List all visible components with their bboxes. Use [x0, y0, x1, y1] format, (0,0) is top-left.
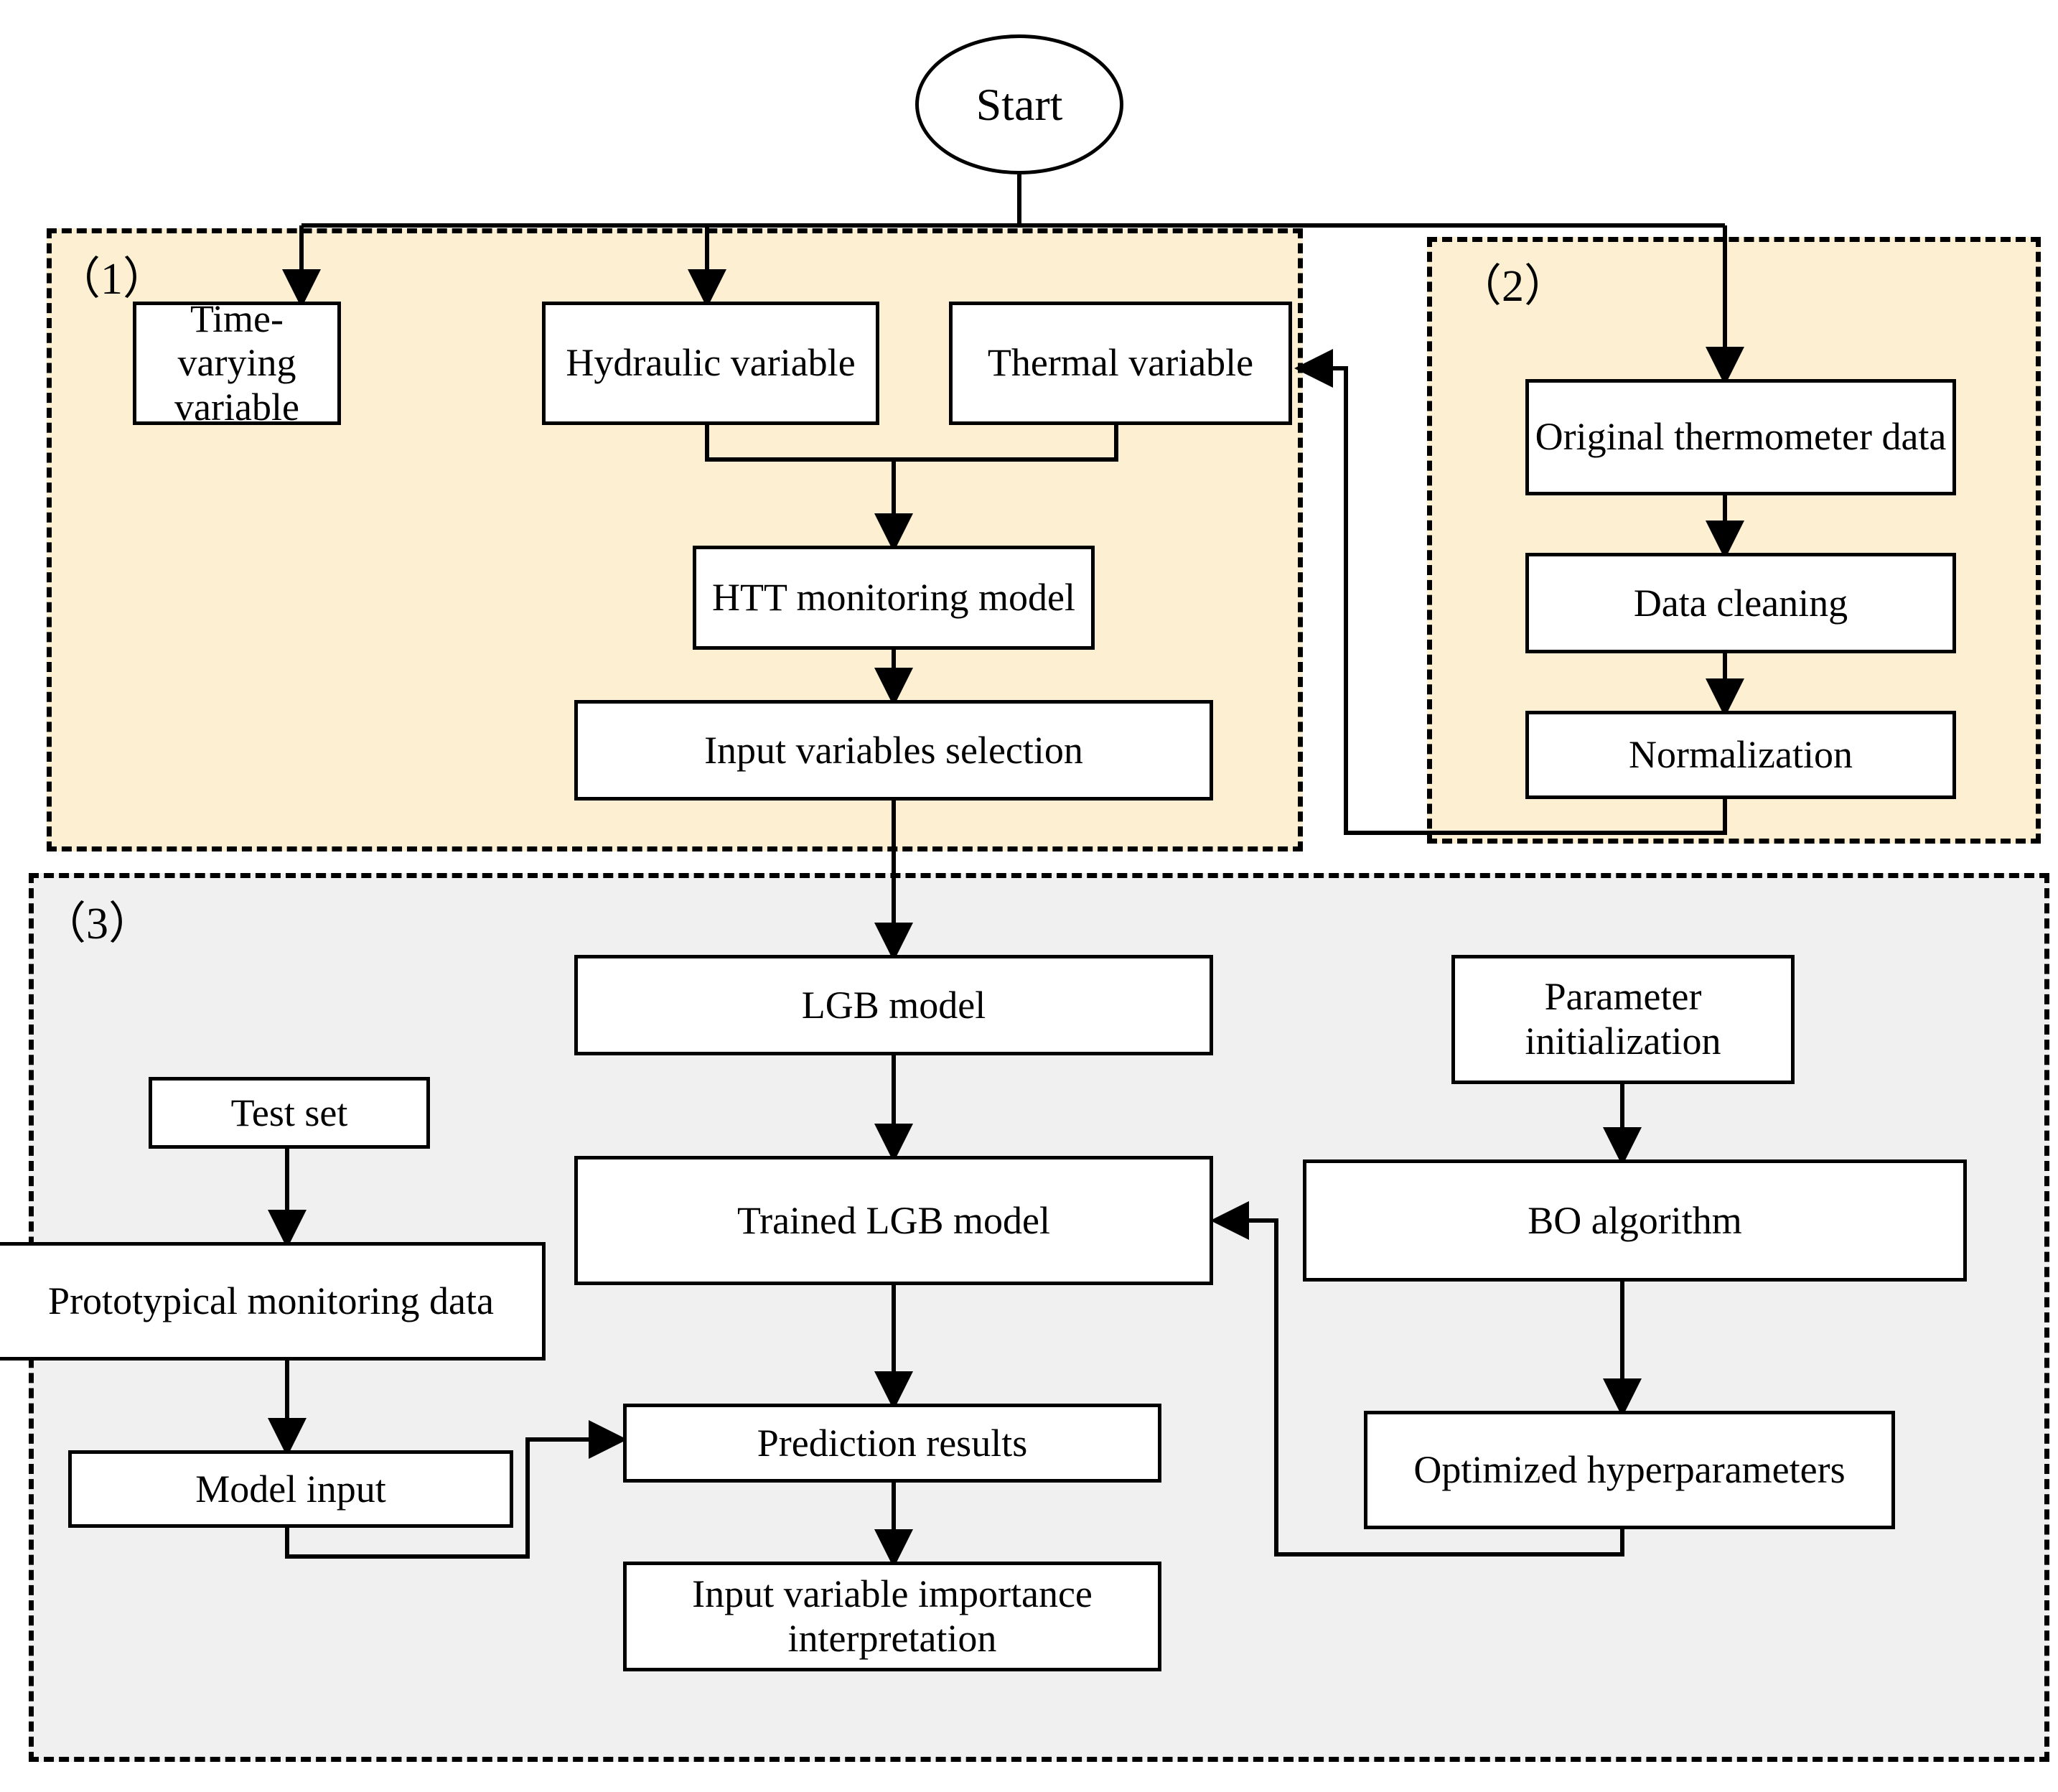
panel-label-stage-1: （1）	[56, 255, 168, 304]
node-parameter-initialization[interactable]: Parameter initialization	[1451, 955, 1795, 1084]
node-prototypical-monitoring-data-label: Prototypical monitoring data	[48, 1279, 494, 1322]
node-model-input[interactable]: Model input	[68, 1450, 513, 1528]
node-optimized-hyperparameters[interactable]: Optimized hyperparameters	[1364, 1411, 1895, 1529]
node-lgb-model[interactable]: LGB model	[574, 955, 1213, 1055]
node-original-thermometer-data[interactable]: Original thermometer data	[1525, 379, 1956, 495]
node-parameter-initialization-label: Parameter initialization	[1525, 975, 1721, 1063]
node-data-cleaning[interactable]: Data cleaning	[1525, 553, 1956, 653]
node-hydraulic-variable-label: Hydraulic variable	[566, 341, 856, 385]
node-lgb-model-label: LGB model	[801, 983, 986, 1027]
node-htt-monitoring-model-label: HTT monitoring model	[712, 575, 1075, 619]
node-bo-algorithm-label: BO algorithm	[1528, 1198, 1742, 1242]
node-data-cleaning-label: Data cleaning	[1633, 581, 1848, 625]
node-prediction-results-label: Prediction results	[757, 1421, 1028, 1465]
node-thermal-variable[interactable]: Thermal variable	[949, 302, 1292, 425]
node-input-variable-importance-interpretation[interactable]: Input variable importance interpretation	[623, 1562, 1161, 1671]
node-prototypical-monitoring-data[interactable]: Prototypical monitoring data	[0, 1242, 546, 1361]
node-time-varying-variable-label: Time-varying variable	[174, 297, 299, 429]
node-htt-monitoring-model[interactable]: HTT monitoring model	[693, 546, 1095, 650]
node-optimized-hyperparameters-label: Optimized hyperparameters	[1413, 1447, 1846, 1491]
node-input-variables-selection[interactable]: Input variables selection	[574, 700, 1213, 801]
node-normalization[interactable]: Normalization	[1525, 711, 1956, 799]
node-start-label: Start	[976, 78, 1063, 130]
node-thermal-variable-label: Thermal variable	[987, 341, 1254, 385]
node-hydraulic-variable[interactable]: Hydraulic variable	[542, 302, 879, 425]
node-test-set[interactable]: Test set	[149, 1077, 430, 1149]
node-input-variable-importance-interpretation-label: Input variable importance interpretation	[692, 1572, 1093, 1660]
panel-label-stage-3: （3）	[42, 900, 154, 948]
node-input-variables-selection-label: Input variables selection	[704, 728, 1083, 772]
panel-label-stage-2: （2）	[1457, 262, 1569, 311]
node-bo-algorithm[interactable]: BO algorithm	[1303, 1159, 1967, 1282]
node-trained-lgb-model-label: Trained LGB model	[737, 1198, 1050, 1242]
node-trained-lgb-model[interactable]: Trained LGB model	[574, 1156, 1213, 1285]
node-time-varying-variable[interactable]: Time-varying variable	[133, 297, 341, 429]
node-normalization-label: Normalization	[1629, 733, 1853, 777]
node-model-input-label: Model input	[195, 1467, 386, 1511]
node-start[interactable]: Start	[915, 34, 1123, 174]
node-original-thermometer-data-label: Original thermometer data	[1535, 415, 1947, 459]
node-test-set-label: Test set	[230, 1091, 348, 1134]
node-prediction-results[interactable]: Prediction results	[623, 1404, 1161, 1483]
